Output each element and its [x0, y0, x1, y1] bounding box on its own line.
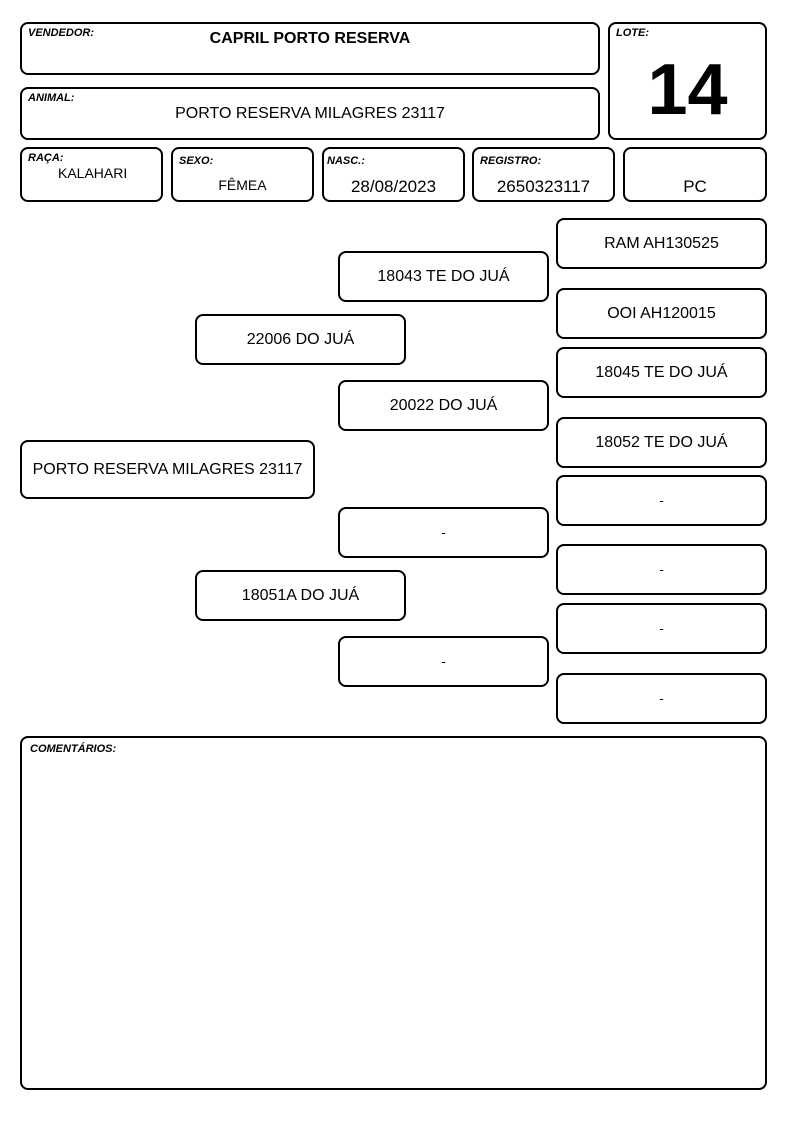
lote-number: 14	[647, 50, 728, 130]
registro-label: REGISTRO:	[480, 155, 542, 167]
pedigree-dam: 18051A DO JUÁ	[195, 570, 406, 621]
animal-box: ANIMAL: PORTO RESERVA MILAGRES 23117	[20, 87, 600, 140]
pedigree-sire: 22006 DO JUÁ	[195, 314, 406, 365]
comments-label: COMENTÁRIOS:	[30, 743, 117, 755]
pedigree-ggp: RAM AH130525	[556, 218, 767, 269]
vendedor-value: CAPRIL PORTO RESERVA	[209, 30, 411, 47]
pedigree-dam-sire: -	[338, 507, 549, 558]
nasc-label: NASC.:	[327, 155, 365, 167]
sexo-value: FÊMEA	[218, 177, 267, 193]
sexo-box: SEXO: FÊMEA	[171, 147, 314, 202]
pedigree-ggp: 18052 TE DO JUÁ	[556, 417, 767, 468]
comments-box[interactable]: COMENTÁRIOS:	[20, 736, 767, 1090]
pedigree-ggp: OOI AH120015	[556, 288, 767, 339]
lote-box: LOTE: 14	[608, 22, 767, 140]
pedigree-ggp: -	[556, 475, 767, 526]
pedigree-dam-dam: -	[338, 636, 549, 687]
animal-value: PORTO RESERVA MILAGRES 23117	[175, 105, 445, 122]
pedigree-sire-dam: 20022 DO JUÁ	[338, 380, 549, 431]
nasc-value: 28/08/2023	[350, 177, 437, 196]
categoria-box: PC	[623, 147, 767, 202]
nasc-box: NASC.: 28/08/2023	[322, 147, 465, 202]
pedigree-ggp: 18045 TE DO JUÁ	[556, 347, 767, 398]
sexo-label: SEXO:	[179, 155, 214, 167]
registro-box: REGISTRO: 2650323117	[472, 147, 615, 202]
registro-value: 2650323117	[496, 177, 591, 196]
categoria-value: PC	[683, 177, 707, 196]
lote-label: LOTE:	[616, 27, 649, 39]
raca-value: KALAHARI	[58, 165, 128, 181]
raca-label: RAÇA:	[28, 152, 64, 164]
vendedor-label: VENDEDOR:	[28, 27, 95, 39]
pedigree-ggp: -	[556, 544, 767, 595]
animal-label: ANIMAL:	[28, 92, 75, 104]
pedigree-sire-sire: 18043 TE DO JUÁ	[338, 251, 549, 302]
pedigree-animal: PORTO RESERVA MILAGRES 23117	[20, 440, 315, 499]
pedigree-ggp: -	[556, 603, 767, 654]
comments-text[interactable]	[30, 762, 757, 1080]
vendedor-box: VENDEDOR: CAPRIL PORTO RESERVA	[20, 22, 600, 75]
raca-box: RAÇA: KALAHARI	[20, 147, 163, 202]
pedigree-ggp: -	[556, 673, 767, 724]
